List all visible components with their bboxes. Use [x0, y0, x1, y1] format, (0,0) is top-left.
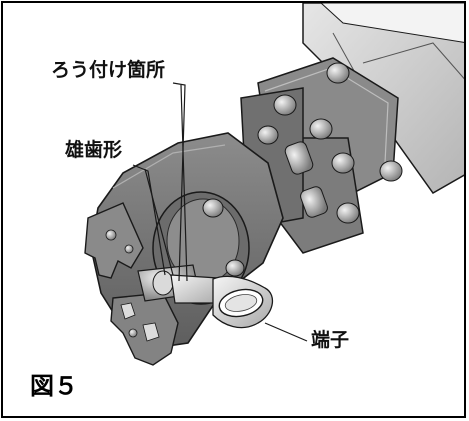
leader-male-die — [132, 164, 174, 276]
crimping-tool-illustration — [84, 3, 464, 366]
bolt-5 — [379, 160, 403, 182]
bolt-1 — [326, 62, 350, 84]
bolt-2 — [273, 94, 297, 116]
leader-terminal — [264, 322, 308, 342]
bolt-3 — [309, 118, 333, 140]
bolt-7 — [336, 202, 360, 224]
bolt-4 — [331, 152, 355, 174]
terminal — [170, 274, 274, 329]
label-terminal: 端子 — [311, 329, 350, 351]
upper-jaw — [84, 202, 144, 279]
label-brazing-point: ろう付け箇所 — [51, 59, 166, 81]
bolt-6 — [257, 125, 279, 145]
leader-brazing — [172, 82, 188, 282]
label-male-die: 雄歯形 — [65, 139, 123, 161]
figure-caption: 図５ — [30, 372, 78, 400]
pin-cylinder-1 — [284, 141, 314, 175]
pin-cylinder-2 — [300, 186, 328, 218]
lower-jaw — [110, 292, 179, 366]
